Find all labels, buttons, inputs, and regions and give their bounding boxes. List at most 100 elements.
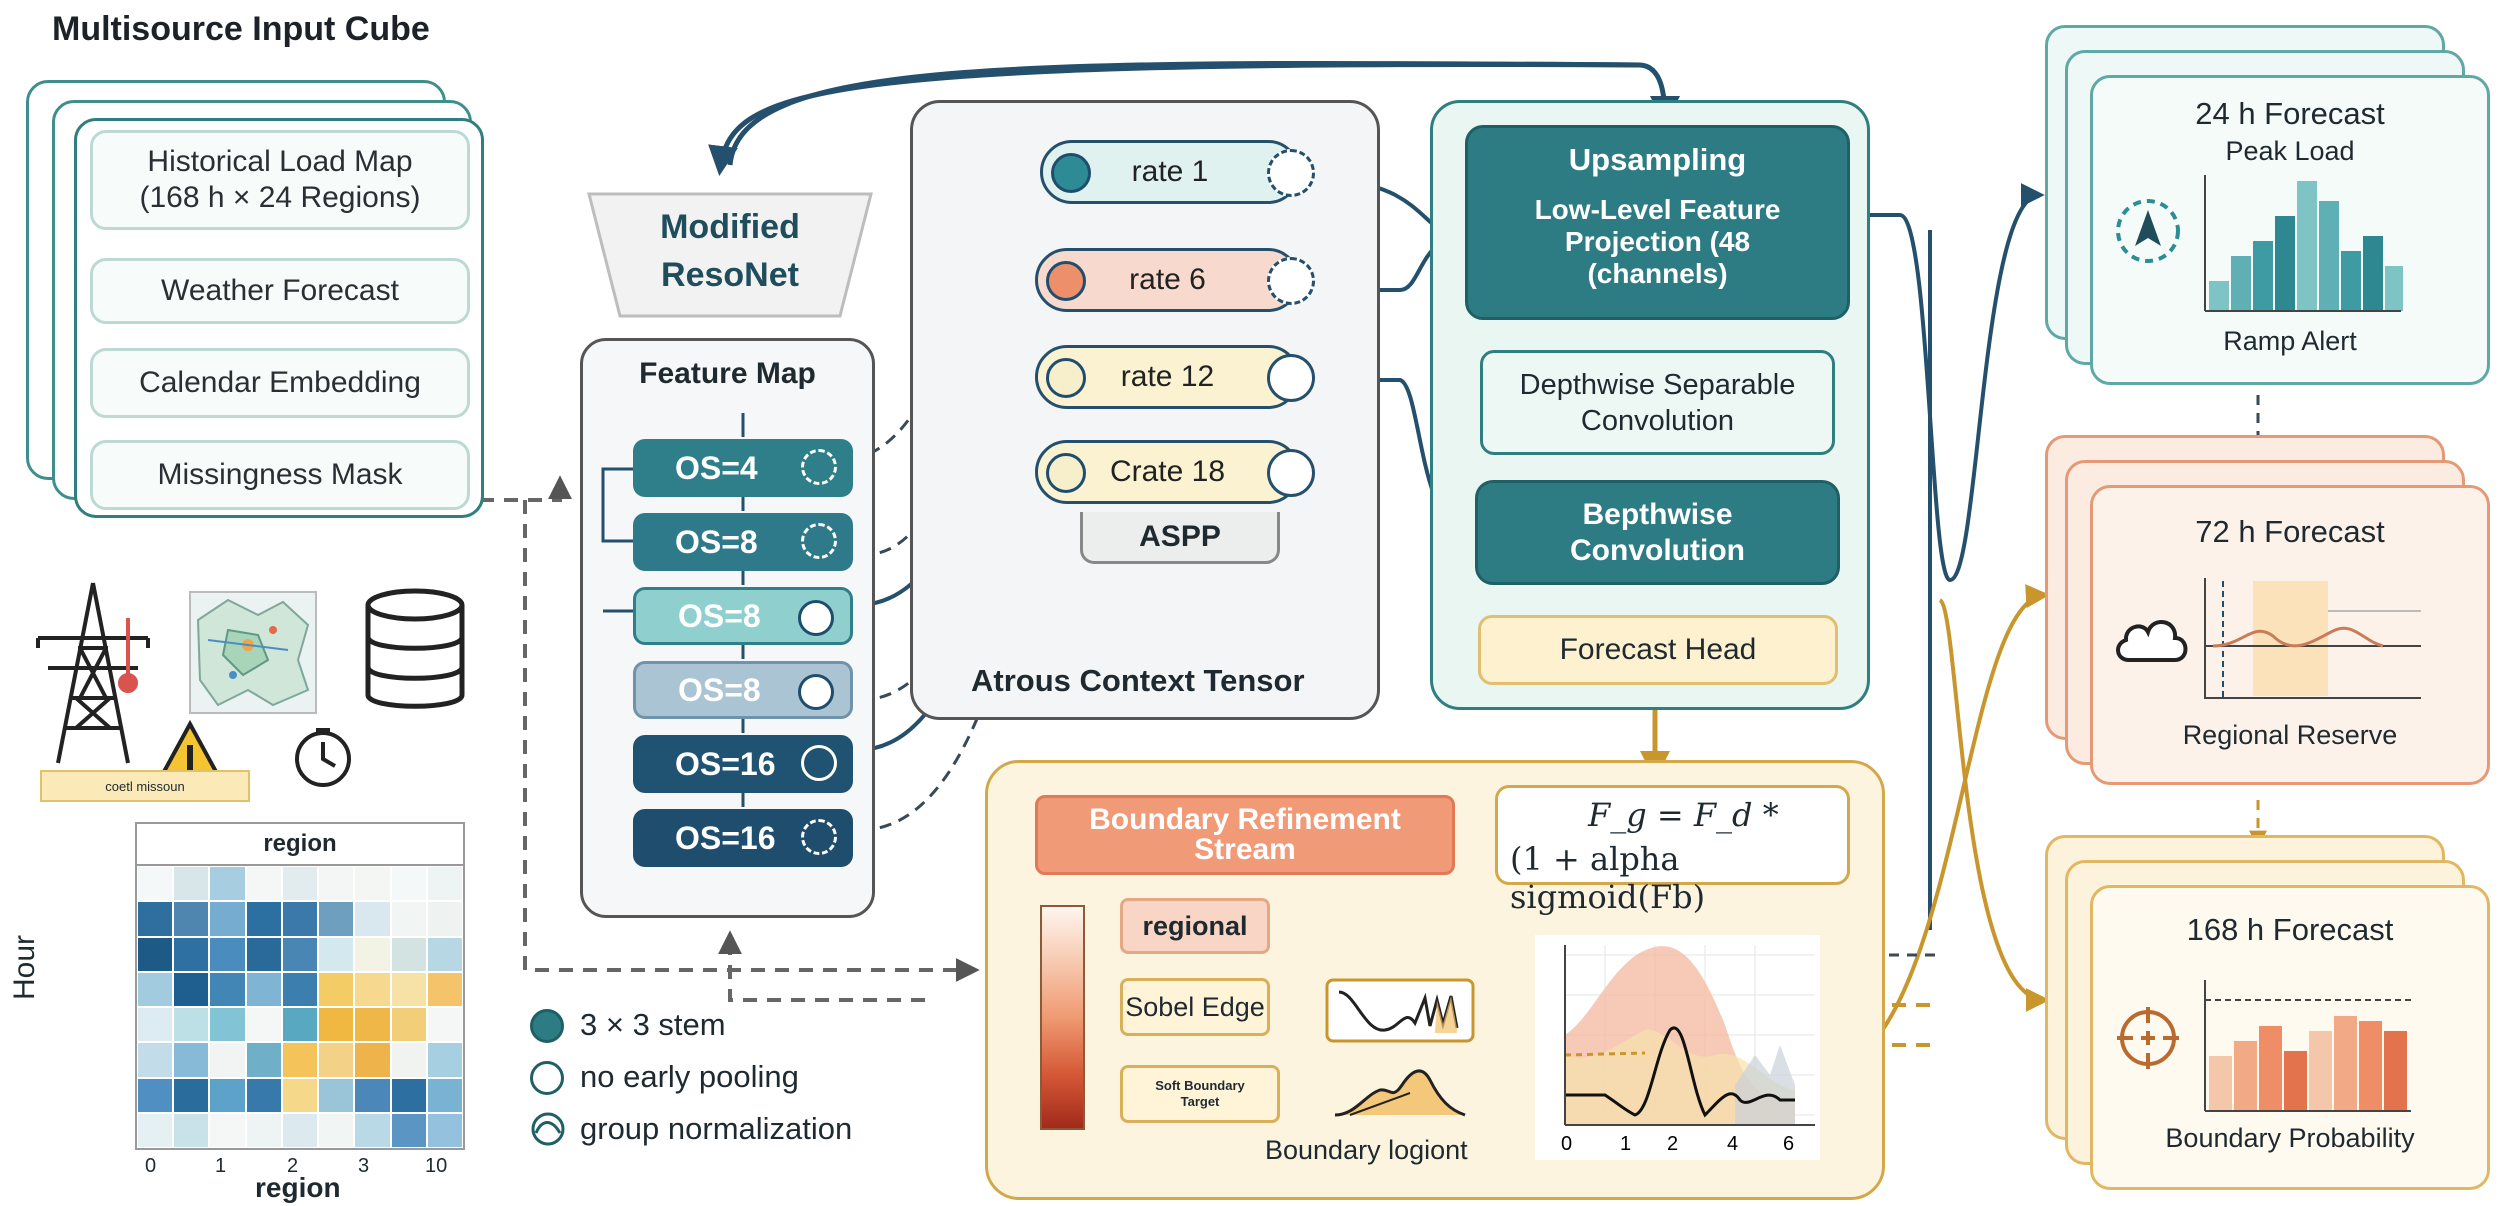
heatmap-cell: [209, 1007, 246, 1043]
input-calendar-label: Calendar Embedding: [139, 366, 421, 399]
dilation-icon: [801, 523, 837, 559]
boundary-probability-chart: [2204, 980, 2411, 1112]
heatmap-cell: [173, 901, 210, 937]
heatmap-xtick: 10: [425, 1155, 448, 1177]
input-historical-load-label: Historical Load Map (168 h × 24 Regions): [139, 145, 421, 214]
aspp-rate-12: rate 12: [1035, 345, 1315, 409]
input-weather-label: Weather Forecast: [161, 274, 399, 307]
dilation-icon: [1267, 257, 1315, 305]
dilation-icon: [801, 819, 837, 855]
regional-block: regional: [1120, 898, 1270, 954]
aspp-label: ASPP: [1139, 519, 1221, 553]
heatmap-xtick: 1: [215, 1155, 227, 1177]
rate-label: Crate 18: [1109, 455, 1226, 488]
output-title: 24 h Forecast: [2195, 96, 2385, 131]
heatmap-cell: [173, 1112, 210, 1148]
plot-xtick: 1: [1620, 1133, 1631, 1155]
hour-axis-label: Hour: [8, 934, 41, 1000]
os-level-2: OS=8: [633, 513, 853, 571]
mini-bar: [2319, 201, 2339, 311]
forecast-head-label: Forecast Head: [1559, 633, 1757, 666]
aspp-rate-18: Crate 18: [1035, 440, 1315, 504]
os-level-label: OS=8: [675, 523, 758, 560]
plot-xtick: 6: [1783, 1133, 1794, 1155]
sobel-edge-block: Sobel Edge: [1120, 978, 1270, 1036]
boundary-title: Boundary Refinement Stream: [1089, 803, 1401, 866]
heatmap-cell: [390, 1112, 427, 1148]
heatmap-cell: [137, 1077, 174, 1113]
heatmap-cell: [354, 1042, 391, 1078]
plot-xtick: 2: [1667, 1133, 1678, 1155]
aspp-rate-1: rate 1: [1040, 140, 1315, 204]
mini-bar: [2234, 1041, 2257, 1111]
heatmap-cell: [245, 971, 282, 1007]
heatmap-cell: [173, 1042, 210, 1078]
heatmap-cell: [209, 1042, 246, 1078]
input-historical-load: Historical Load Map (168 h × 24 Regions): [90, 130, 470, 230]
output-72h-card: 72 h Forecast Regional Reserve: [2090, 485, 2490, 785]
region-map-icon: [189, 591, 317, 714]
heatmap-cell: [390, 1077, 427, 1113]
dilation-icon: [798, 600, 834, 636]
output-subtitle: Peak Load: [2225, 136, 2355, 166]
mini-bar: [2209, 1056, 2232, 1111]
heatmap-cell: [281, 936, 319, 972]
heatmap-cell: [137, 901, 174, 937]
cloud-icon: [2116, 620, 2188, 662]
atrous-context-title: Atrous Context Tensor: [971, 663, 1305, 698]
heatmap-cell: [209, 1112, 246, 1148]
heatmap-cell: [173, 1077, 210, 1113]
mini-bar: [2341, 251, 2361, 311]
boundary-title-block: Boundary Refinement Stream: [1035, 795, 1455, 875]
heatmap-cell: [137, 971, 174, 1007]
upsampling-label: Upsampling: [1568, 142, 1747, 177]
heatmap-cell: [245, 1007, 282, 1043]
legend-stem-swatch: [530, 1009, 564, 1043]
heatmap-cell: [390, 1042, 427, 1078]
target-icon: [2117, 1007, 2179, 1069]
regional-reserve-chart: [2204, 578, 2421, 699]
heatmap-grid: [137, 866, 463, 1148]
globe-icon: [1267, 449, 1315, 497]
heatmap-cell: [390, 936, 427, 972]
mini-bar: [2209, 281, 2229, 311]
mini-bar: [2385, 266, 2403, 311]
database-icon: [365, 588, 465, 709]
heatmap-cell: [354, 936, 391, 972]
heatmap-cell: [281, 1077, 319, 1113]
heatmap-cell: [137, 1042, 174, 1078]
rate-label: rate 12: [1120, 360, 1215, 393]
mini-bar: [2309, 1031, 2332, 1111]
mini-bar: [2231, 256, 2251, 311]
projection-label: Low-Level Feature Projection (48 (channe…: [1534, 194, 1781, 289]
heatmap-cell: [426, 1077, 463, 1113]
mini-bar: [2275, 216, 2295, 311]
soft-boundary-block: Soft Boundary Target: [1120, 1065, 1280, 1123]
heatmap-cell: [354, 971, 391, 1007]
clock-icon: [295, 728, 351, 787]
output-title: 72 h Forecast: [2195, 514, 2385, 549]
heatmap-cell: [426, 1112, 463, 1148]
heatmap-cell: [390, 1007, 427, 1043]
input-cube-title: Multisource Input Cube: [52, 10, 430, 48]
dilation-icon: [801, 745, 837, 781]
heatmap-cell: [426, 936, 463, 972]
mini-bar: [2359, 1021, 2382, 1111]
heatmap-cell: [209, 901, 246, 937]
feature-map-panel: Feature Map OS=4 OS=8 OS=8 OS=8 OS=16 OS…: [580, 338, 875, 918]
heatmap-cell: [390, 866, 427, 902]
fused-forecast-plot: 0 1 2 4 6: [1535, 935, 1820, 1160]
input-missingness: Missingness Mask: [90, 440, 470, 510]
depthwise-conv-block: Bepthwise Convolution: [1475, 480, 1840, 585]
mini-bar: [2253, 241, 2273, 311]
resonet-trapezoid: [587, 192, 873, 318]
rate-dot: [1051, 153, 1091, 193]
heatmap-xticks: 0 1 2 3 10: [135, 1155, 465, 1181]
mini-bar: [2334, 1016, 2357, 1111]
fusion-formula: F_g = F_d * (1 + alpha sigmoid(Fb): [1495, 785, 1850, 916]
os-level-1: OS=4: [633, 439, 853, 497]
mini-bar: [2284, 1051, 2307, 1111]
output-caption: Ramp Alert: [2223, 326, 2357, 356]
input-to-backbone-arrow: [480, 475, 572, 502]
heatmap-cell: [281, 1042, 319, 1078]
